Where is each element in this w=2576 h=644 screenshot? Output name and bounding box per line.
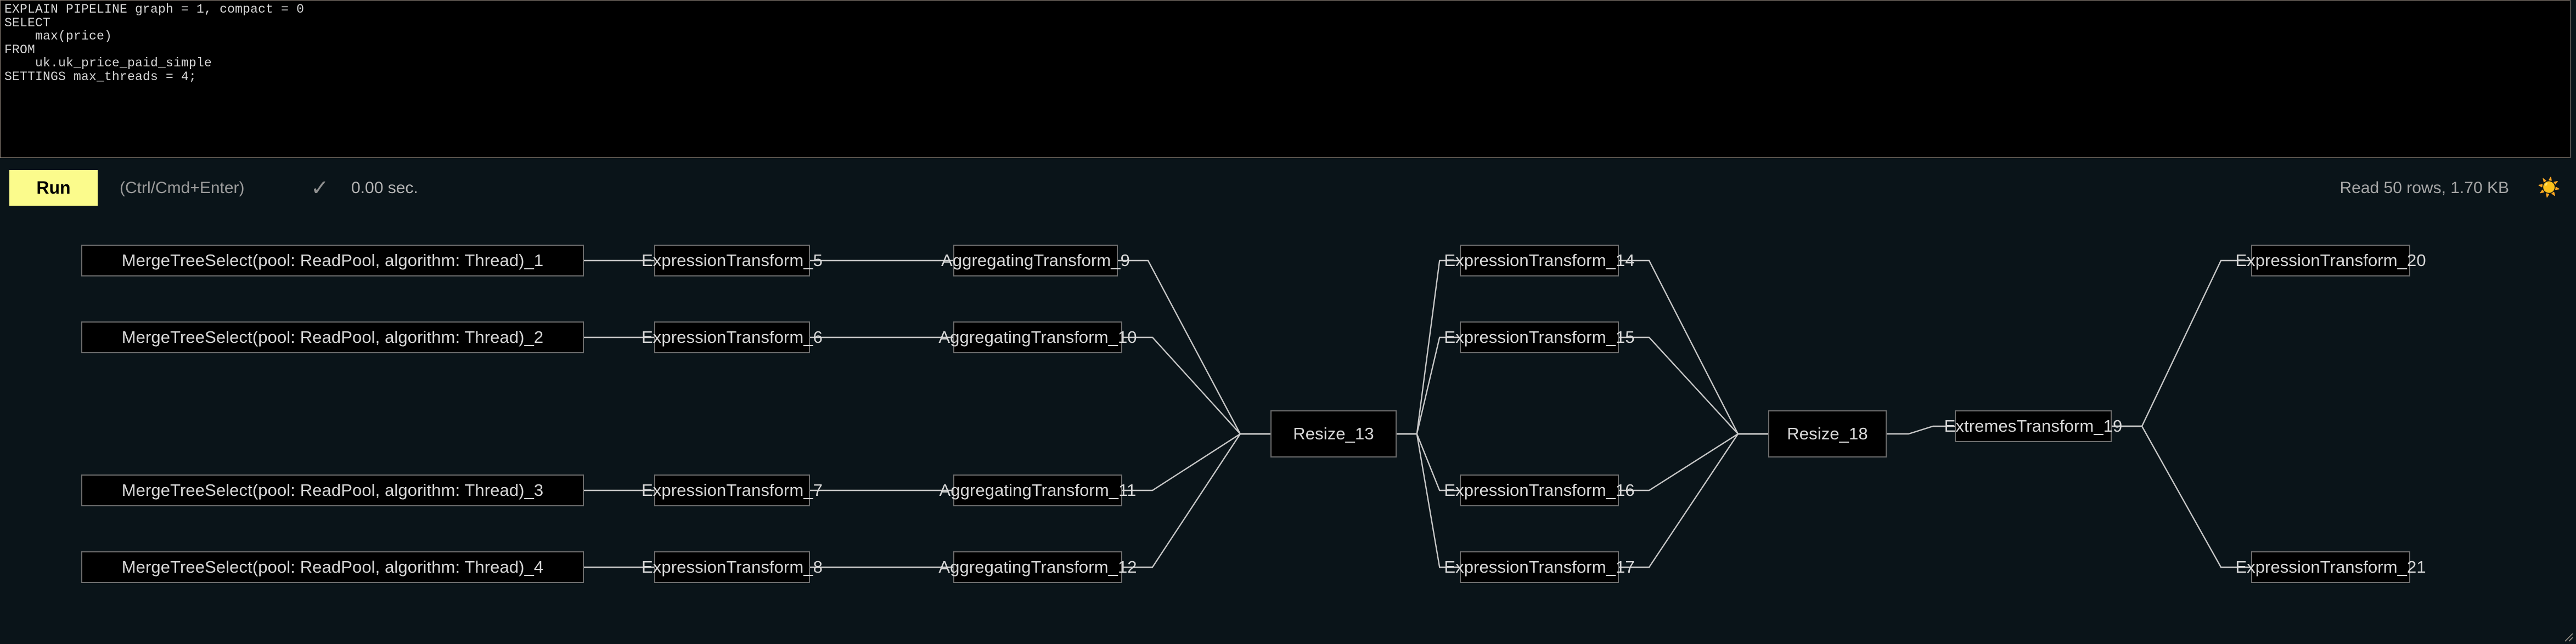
graph-edge-n16-n18 — [1619, 433, 1768, 492]
graph-node-n11[interactable]: AggregatingTransform_11 — [940, 474, 1136, 506]
graph-node-n2[interactable]: MergeTreeSelect(pool: ReadPool, algorith… — [81, 321, 584, 353]
graph-edge-n19-n21 — [2112, 425, 2251, 568]
query-toolbar: Run (Ctrl/Cmd+Enter) ✓ 0.00 sec. Read 50… — [0, 162, 2576, 208]
graph-node-n8[interactable]: ExpressionTransform_8 — [642, 551, 823, 583]
graph-node-n12[interactable]: AggregatingTransform_12 — [938, 551, 1137, 583]
graph-node-label: ExpressionTransform_14 — [1444, 251, 1635, 270]
elapsed-time-label: 0.00 sec. — [351, 179, 418, 197]
graph-node-label: ExpressionTransform_8 — [641, 557, 823, 577]
shortcut-hint-label: (Ctrl/Cmd+Enter) — [120, 179, 245, 197]
sun-icon[interactable]: ☀️ — [2537, 177, 2561, 198]
graph-node-n18[interactable]: Resize_18 — [1768, 410, 1887, 457]
pipeline-graph: MergeTreeSelect(pool: ReadPool, algorith… — [0, 210, 2576, 644]
graph-edge-n13-n14 — [1397, 259, 1460, 435]
success-check-icon: ✓ — [311, 176, 329, 200]
graph-edge-n9-n13 — [1118, 259, 1270, 435]
graph-node-n17[interactable]: ExpressionTransform_17 — [1444, 551, 1635, 583]
graph-node-label: ExpressionTransform_6 — [641, 327, 823, 347]
graph-node-label: AggregatingTransform_10 — [938, 327, 1137, 347]
graph-node-n1[interactable]: MergeTreeSelect(pool: ReadPool, algorith… — [81, 245, 584, 276]
graph-node-label: MergeTreeSelect(pool: ReadPool, algorith… — [121, 557, 544, 577]
graph-node-n14[interactable]: ExpressionTransform_14 — [1444, 245, 1635, 276]
graph-edge-layer — [584, 259, 2251, 568]
graph-node-n19[interactable]: ExtremesTransform_19 — [1944, 410, 2122, 442]
graph-node-label: AggregatingTransform_12 — [938, 557, 1137, 577]
graph-node-label: ExpressionTransform_20 — [2235, 251, 2426, 270]
graph-node-label: AggregatingTransform_11 — [939, 481, 1137, 500]
graph-node-label: Resize_18 — [1787, 424, 1868, 443]
graph-node-label: ExpressionTransform_5 — [641, 251, 823, 270]
graph-node-label: MergeTreeSelect(pool: ReadPool, algorith… — [121, 327, 544, 347]
graph-edge-n17-n18 — [1619, 433, 1768, 568]
graph-node-n15[interactable]: ExpressionTransform_15 — [1444, 321, 1635, 353]
read-stats-label: Read 50 rows, 1.70 KB — [2339, 179, 2509, 197]
graph-node-label: MergeTreeSelect(pool: ReadPool, algorith… — [121, 251, 544, 270]
graph-node-label: ExpressionTransform_7 — [641, 481, 823, 500]
run-button[interactable]: Run — [9, 170, 98, 206]
graph-node-label: ExpressionTransform_16 — [1444, 481, 1635, 500]
graph-node-n13[interactable]: Resize_13 — [1270, 410, 1397, 457]
graph-edge-n18-n19 — [1887, 425, 1955, 435]
graph-node-n16[interactable]: ExpressionTransform_16 — [1444, 474, 1635, 506]
graph-node-label: ExpressionTransform_21 — [2235, 557, 2426, 577]
graph-edge-n12-n13 — [1122, 433, 1270, 568]
graph-edge-n11-n13 — [1122, 433, 1270, 492]
graph-node-label: MergeTreeSelect(pool: ReadPool, algorith… — [121, 481, 544, 500]
graph-node-n3[interactable]: MergeTreeSelect(pool: ReadPool, algorith… — [81, 474, 584, 506]
graph-edge-n14-n18 — [1619, 259, 1768, 435]
graph-edge-n15-n18 — [1619, 336, 1768, 435]
graph-node-label: ExpressionTransform_17 — [1444, 557, 1635, 577]
graph-node-n21[interactable]: ExpressionTransform_21 — [2235, 551, 2426, 583]
graph-node-n10[interactable]: AggregatingTransform_10 — [938, 321, 1137, 353]
graph-node-label: AggregatingTransform_9 — [941, 251, 1130, 270]
graph-node-n9[interactable]: AggregatingTransform_9 — [941, 245, 1130, 276]
graph-node-n5[interactable]: ExpressionTransform_5 — [642, 245, 823, 276]
graph-node-label: ExpressionTransform_15 — [1444, 327, 1635, 347]
graph-node-label: ExtremesTransform_19 — [1944, 416, 2123, 436]
graph-node-n20[interactable]: ExpressionTransform_20 — [2235, 245, 2426, 276]
sql-query-editor[interactable] — [0, 0, 2571, 158]
graph-node-label: Resize_13 — [1293, 424, 1374, 443]
graph-node-n6[interactable]: ExpressionTransform_6 — [642, 321, 823, 353]
graph-node-n4[interactable]: MergeTreeSelect(pool: ReadPool, algorith… — [81, 551, 584, 583]
graph-edge-n13-n17 — [1397, 433, 1460, 568]
graph-edge-n19-n20 — [2112, 259, 2251, 427]
graph-node-n7[interactable]: ExpressionTransform_7 — [642, 474, 823, 506]
